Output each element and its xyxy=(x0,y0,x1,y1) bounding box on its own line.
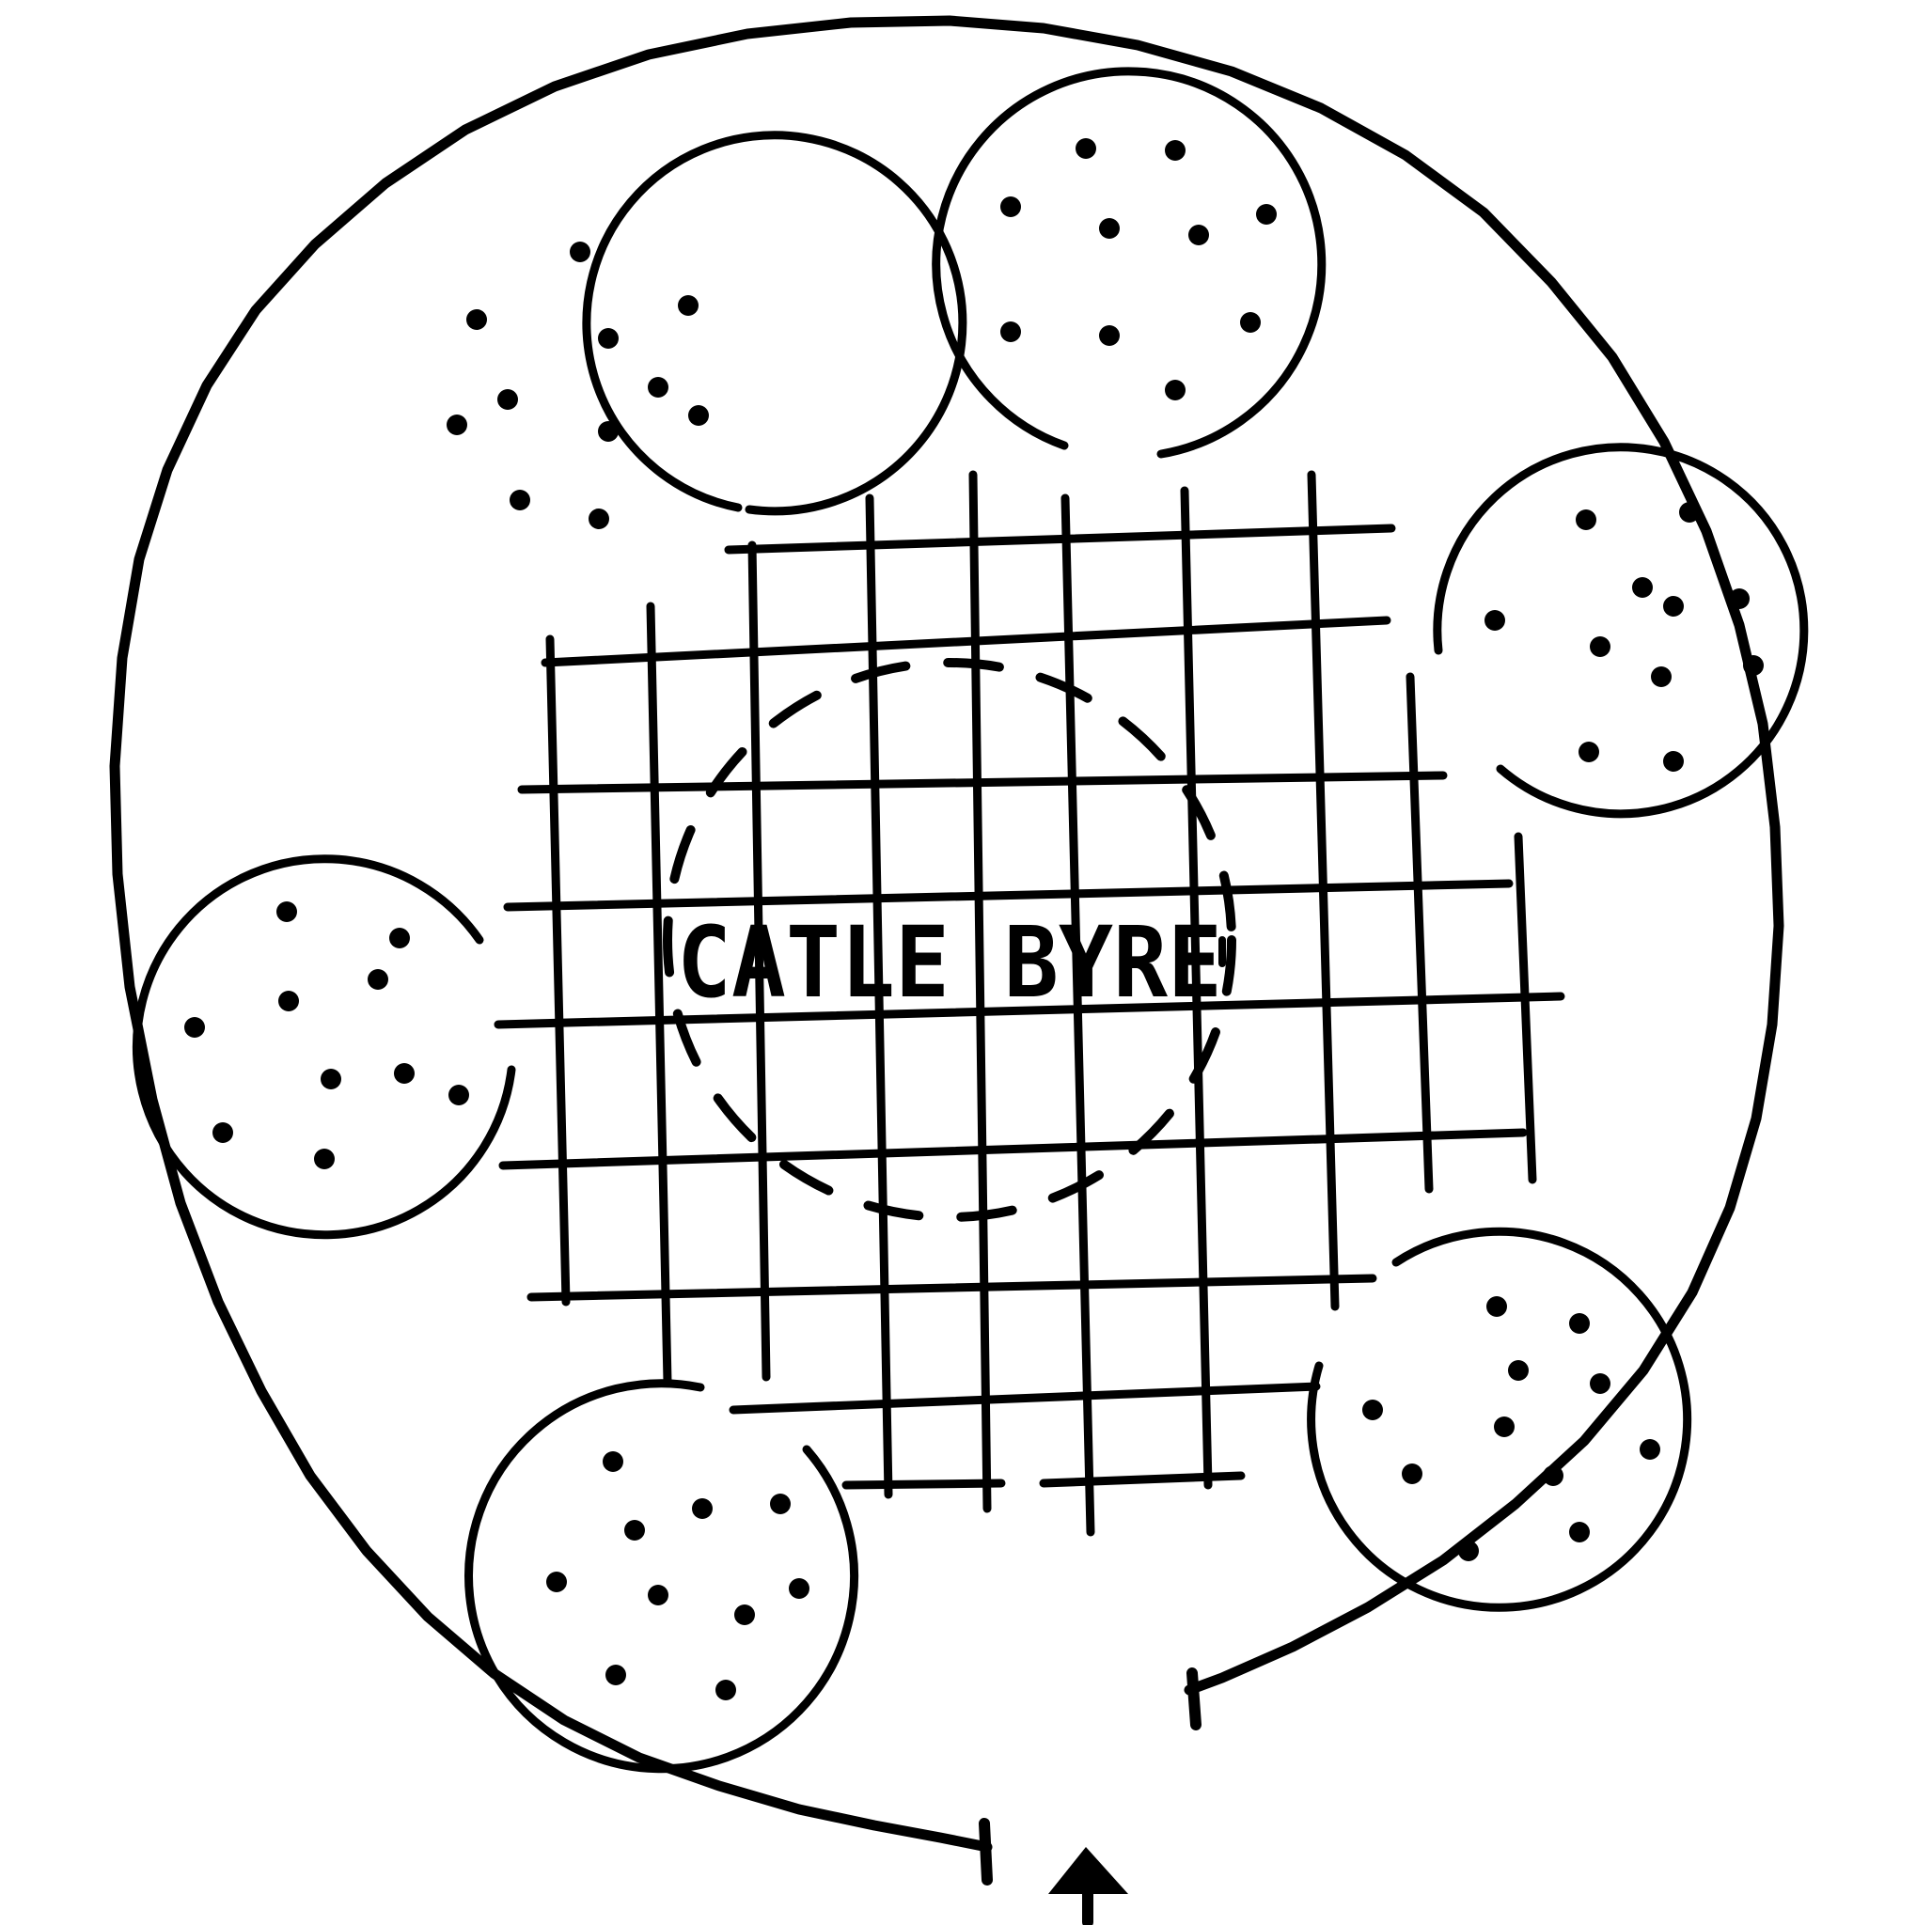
gatepost-left xyxy=(984,1823,987,1880)
hut-top-center xyxy=(936,71,1322,454)
central-label: CATLE BYRE xyxy=(677,905,1222,1020)
arrow-up-icon xyxy=(1048,1847,1128,1922)
hut-bottom-right xyxy=(1312,1231,1688,1607)
hut-left xyxy=(136,859,511,1235)
hut-top-left xyxy=(447,135,963,529)
hut-right xyxy=(1437,447,1804,814)
gatepost-right xyxy=(1192,1673,1196,1725)
hut-bottom-left xyxy=(469,1384,855,1769)
